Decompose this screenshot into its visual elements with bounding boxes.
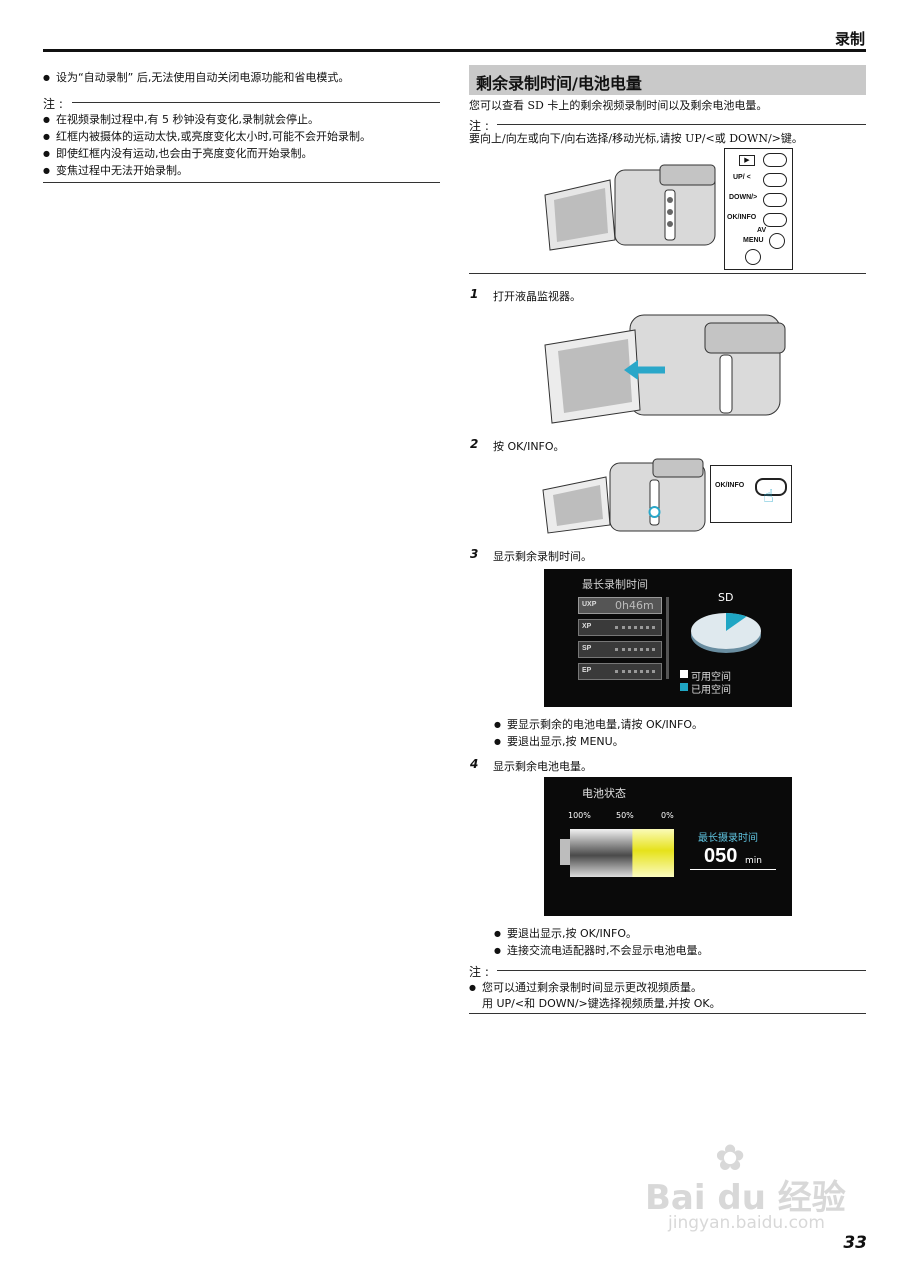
mode-label: SP bbox=[582, 645, 592, 652]
down-button[interactable] bbox=[763, 193, 787, 207]
step-4-bullet-1: 要退出显示,按 OK/INFO。 bbox=[494, 926, 637, 942]
ok-info-callout: OK/INFO ☝ bbox=[710, 465, 792, 523]
watermark-brand: Bai du 经验 bbox=[645, 1178, 846, 1218]
left-note-label: 注 : bbox=[43, 97, 63, 111]
rec-row-xp[interactable]: XP bbox=[578, 619, 662, 636]
step-4-number: 4 bbox=[470, 757, 479, 771]
battery-gauge bbox=[560, 829, 674, 877]
legend-used-swatch bbox=[680, 683, 688, 691]
rec-row-ep[interactable]: EP bbox=[578, 663, 662, 680]
page-number: 33 bbox=[843, 1233, 867, 1253]
note-rule bbox=[72, 102, 440, 103]
section-title: 剩余录制时间/电池电量 bbox=[476, 74, 642, 93]
right-note-text: 要向上/向左或向下/向右选择/移动光标,请按 UP/<或 DOWN/>键。 bbox=[469, 132, 803, 145]
step-4-bullet-2: 连接交流电适配器时,不会显示电池电量。 bbox=[494, 943, 709, 959]
camcorder-illustration bbox=[544, 164, 716, 251]
bottom-note-line-1: 您可以通过剩余录制时间显示更改视频质量。 bbox=[469, 980, 702, 996]
play-icon: ▶ bbox=[739, 155, 755, 166]
button-panel: ▶ UP/ < DOWN/> OK/INFO AV MENU bbox=[724, 148, 793, 270]
scale-0: 0% bbox=[661, 811, 674, 820]
paw-logo-icon: ✿ bbox=[715, 1138, 746, 1179]
pointing-hand-icon: ☝ bbox=[763, 486, 774, 507]
left-note-2: 红框内被摄体的运动太快,或亮度变化太小时,可能不会开始录制。 bbox=[43, 129, 371, 145]
play-button[interactable] bbox=[763, 153, 787, 167]
step-4-text: 显示剩余电池电量。 bbox=[493, 760, 592, 773]
rec-time-value: 0h46m bbox=[615, 599, 654, 612]
header-rule bbox=[43, 49, 866, 52]
left-note-1: 在视频录制过程中,有 5 秒钟没有变化,录制就会停止。 bbox=[43, 112, 319, 128]
scale-100: 100% bbox=[568, 811, 591, 820]
step-2-number: 2 bbox=[470, 437, 479, 451]
legend-free-label: 可用空间 bbox=[691, 672, 731, 683]
right-note-label: 注 : bbox=[469, 119, 489, 133]
battery-screen-title: 电池状态 bbox=[582, 787, 626, 800]
callout-ok-label: OK/INFO bbox=[715, 482, 745, 489]
max-rec-time-label: 最长摄录时间 bbox=[698, 833, 758, 844]
ok-label: OK/INFO bbox=[727, 214, 757, 221]
rec-screen-title: 最长录制时间 bbox=[582, 578, 648, 591]
legend-used-label: 已用空间 bbox=[691, 685, 731, 696]
note-rule bbox=[497, 124, 866, 125]
left-note-4: 变焦过程中无法开始录制。 bbox=[43, 163, 188, 179]
step-2-text: 按 OK/INFO。 bbox=[493, 440, 565, 453]
section-intro: 您可以查看 SD 卡上的剩余视频录制时间以及剩余电池电量。 bbox=[469, 99, 768, 112]
bottom-note-line-2: 用 UP/<和 DOWN/>键选择视频质量,并按 OK。 bbox=[482, 997, 721, 1010]
av-label: AV bbox=[757, 227, 767, 234]
note-end-rule bbox=[469, 1013, 866, 1014]
minutes-value: 050 bbox=[704, 845, 738, 867]
pie-used-slice bbox=[726, 613, 747, 631]
section-bar bbox=[469, 65, 866, 95]
scrollbar[interactable] bbox=[666, 597, 669, 679]
watermark-url: jingyan.baidu.com bbox=[668, 1213, 825, 1233]
mode-label: EP bbox=[582, 667, 592, 674]
ok-info-button[interactable] bbox=[763, 213, 787, 227]
rec-row-uxp[interactable]: UXP 0h46m bbox=[578, 597, 662, 614]
scale-50: 50% bbox=[616, 811, 634, 820]
sd-label: SD bbox=[718, 591, 734, 604]
section-divider bbox=[469, 273, 866, 274]
page-header-title: 录制 bbox=[834, 30, 865, 48]
rec-row-sp[interactable]: SP bbox=[578, 641, 662, 658]
step-3-bullet-1: 要显示剩余的电池电量,请按 OK/INFO。 bbox=[494, 717, 703, 733]
step-1-number: 1 bbox=[470, 287, 479, 301]
mode-label: XP bbox=[582, 623, 592, 630]
up-button[interactable] bbox=[763, 173, 787, 187]
camcorder-ok-illustration bbox=[542, 458, 706, 534]
legend-free-swatch bbox=[680, 670, 688, 678]
up-label: UP/ < bbox=[733, 174, 751, 181]
value-underline bbox=[690, 869, 776, 870]
mode-label: UXP bbox=[582, 601, 597, 608]
minutes-unit: min bbox=[745, 856, 762, 866]
ok-info-button[interactable] bbox=[755, 478, 787, 496]
remaining-time-screen: 最长录制时间 UXP 0h46m XP SP EP SD 可用空间 已用空间 bbox=[544, 569, 792, 707]
placeholder-dots bbox=[615, 648, 655, 654]
step-3-bullet-2: 要退出显示,按 MENU。 bbox=[494, 734, 624, 750]
battery-status-screen: 电池状态 100% 50% 0% 最长摄录时间 050 min bbox=[544, 777, 792, 916]
sd-usage-pie bbox=[691, 613, 761, 653]
note-rule bbox=[497, 970, 866, 971]
down-label: DOWN/> bbox=[729, 194, 758, 201]
placeholder-dots bbox=[615, 670, 655, 676]
av-button[interactable] bbox=[769, 233, 785, 249]
left-note-3: 即使红框内没有运动,也会由于亮度变化而开始录制。 bbox=[43, 146, 313, 162]
menu-button[interactable] bbox=[745, 249, 761, 265]
step-3-text: 显示剩余录制时间。 bbox=[493, 550, 592, 563]
step-1-text: 打开液晶监视器。 bbox=[493, 290, 581, 303]
step-3-number: 3 bbox=[470, 547, 479, 561]
open-lcd-illustration bbox=[544, 314, 786, 424]
menu-label: MENU bbox=[743, 237, 764, 244]
bottom-note-label: 注 : bbox=[469, 965, 489, 979]
left-intro: 设为“自动录制” 后,无法使用自动关闭电源功能和省电模式。 bbox=[43, 70, 349, 86]
battery-level-fill bbox=[632, 829, 674, 877]
note-end-rule bbox=[43, 182, 440, 183]
placeholder-dots bbox=[615, 626, 655, 632]
